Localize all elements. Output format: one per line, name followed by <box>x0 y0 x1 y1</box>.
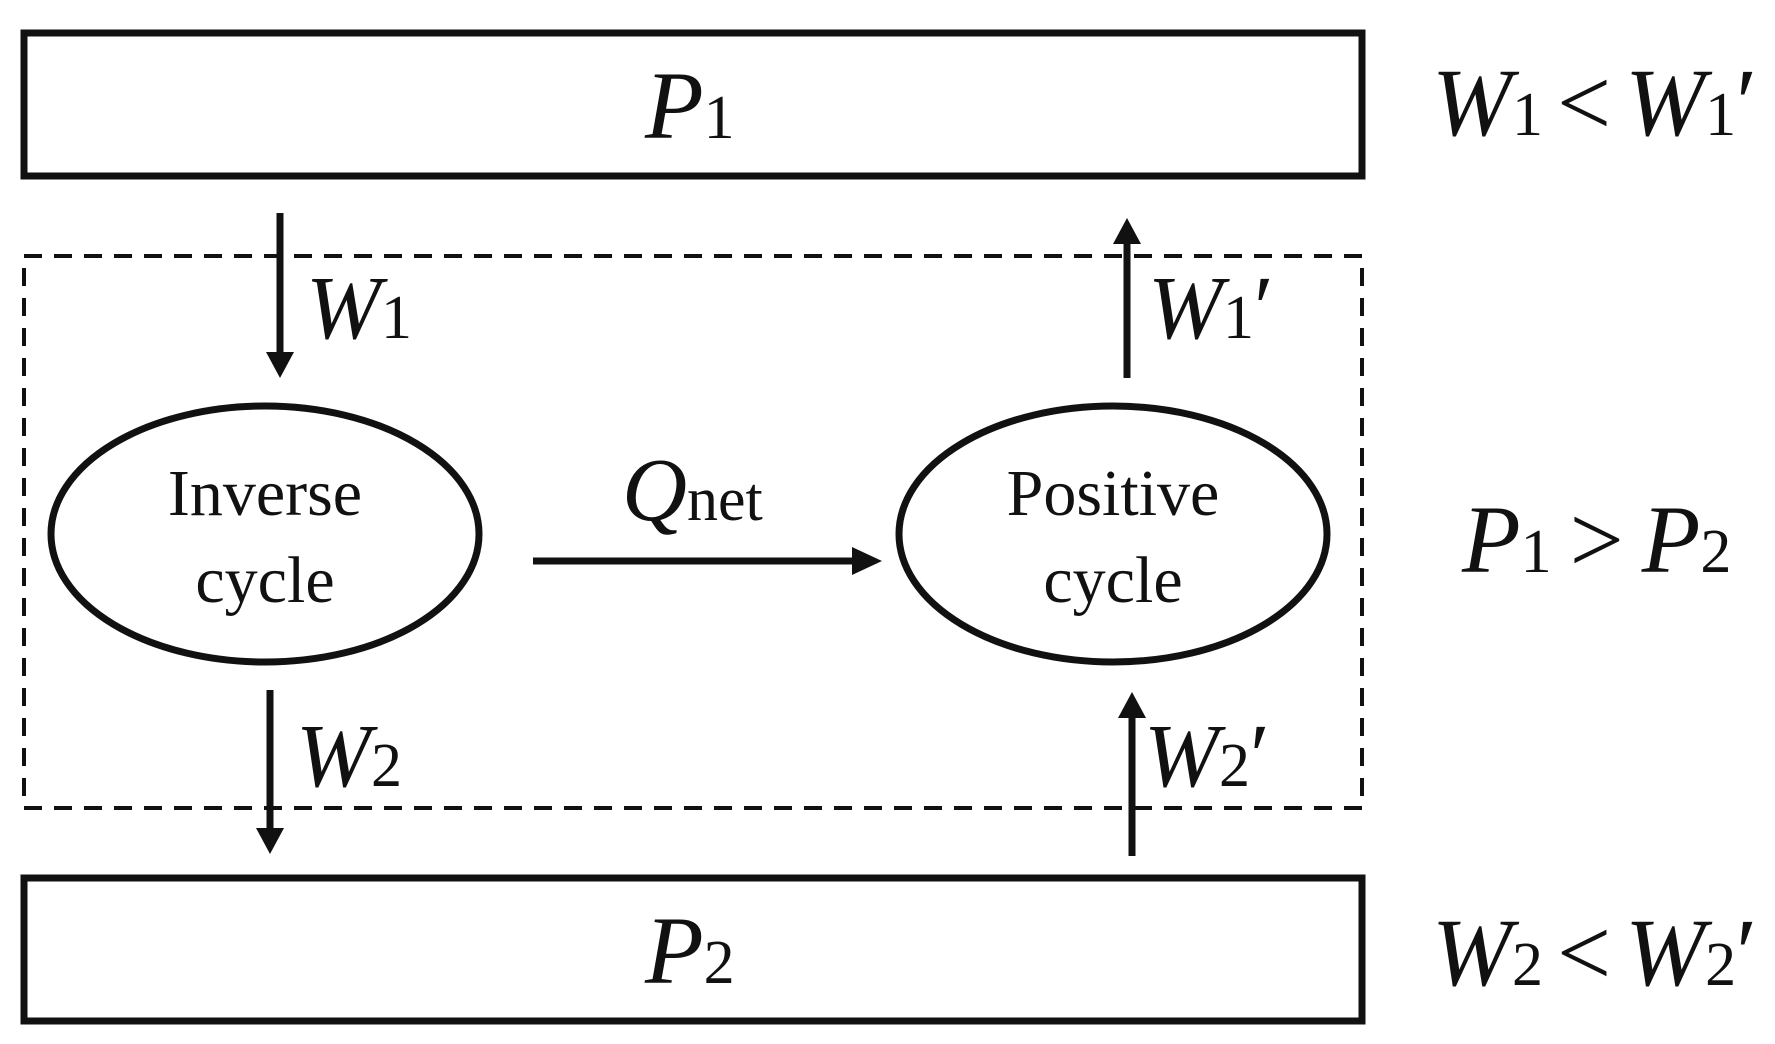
positive-cycle-line1: Positive <box>1007 457 1220 530</box>
w1-in-arrowhead <box>266 352 294 378</box>
w1-in-label: W1 <box>306 259 412 358</box>
inverse-cycle-line2: cycle <box>195 544 334 617</box>
relation-top: W1<W1′ <box>1432 49 1757 156</box>
w1-out-label: W1′ <box>1148 259 1274 358</box>
w1-out-arrowhead <box>1113 218 1141 244</box>
positive-cycle-line2: cycle <box>1043 544 1182 617</box>
system-boundary <box>22 254 1364 810</box>
q-net-arrowhead <box>852 547 882 575</box>
bottom-reservoir-box <box>20 874 1366 1025</box>
q-net-label: Qnet <box>622 441 763 540</box>
top-reservoir-box <box>20 29 1366 180</box>
w2-out-label: W2 <box>296 707 402 806</box>
relation-middle: P1>P2 <box>1461 486 1731 593</box>
inverse-cycle-ellipse <box>47 402 483 666</box>
top-reservoir-label: P1 <box>644 52 735 159</box>
w2-out-arrowhead <box>256 828 284 854</box>
w2-in-label: W2′ <box>1144 707 1270 806</box>
bottom-reservoir-label: P2 <box>644 897 735 1004</box>
relation-bottom: W2<W2′ <box>1432 899 1757 1006</box>
w2-in-arrowhead <box>1118 692 1146 718</box>
inverse-cycle-line1: Inverse <box>168 457 362 530</box>
positive-cycle-ellipse <box>895 402 1331 666</box>
